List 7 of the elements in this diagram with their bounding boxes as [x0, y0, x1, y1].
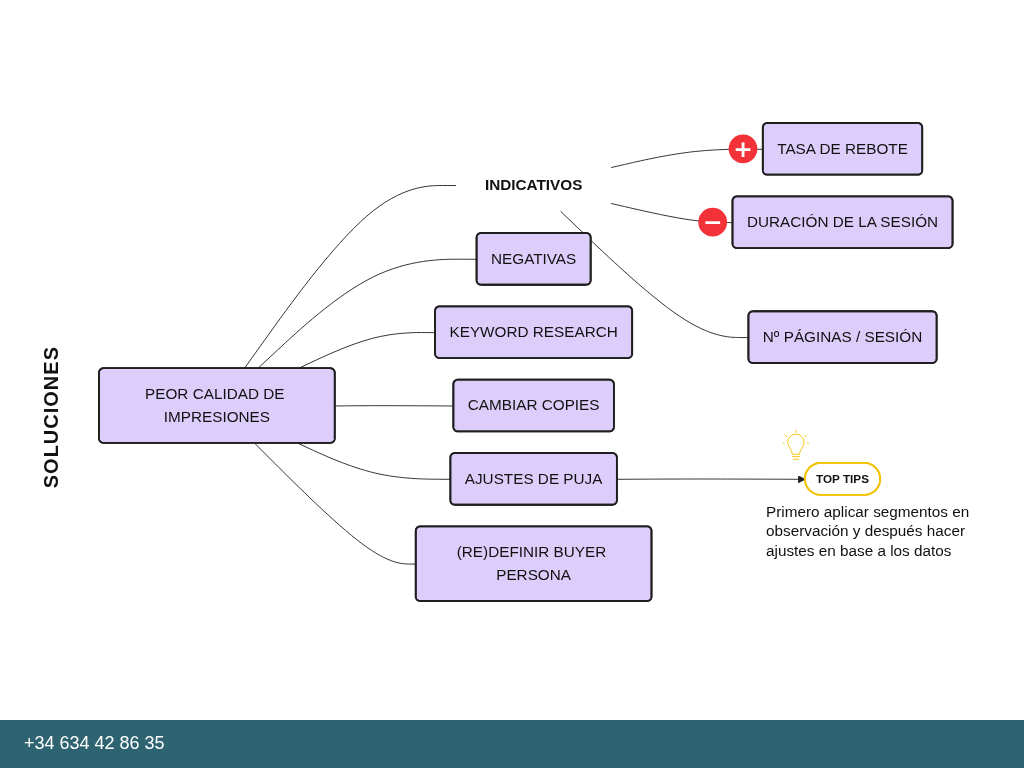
footer-text: +34 634 42 86 35	[24, 733, 165, 754]
sign-badge: −	[698, 207, 728, 237]
node-text: INDICATIVOS	[484, 176, 583, 194]
connector	[243, 185, 457, 370]
tip-text: Primero aplicar segmentos en observación y después hacer ajustes en base a los datos	[766, 502, 971, 562]
branch-label: SOLUCIONES	[40, 345, 63, 489]
sign-badge: +	[728, 134, 758, 164]
